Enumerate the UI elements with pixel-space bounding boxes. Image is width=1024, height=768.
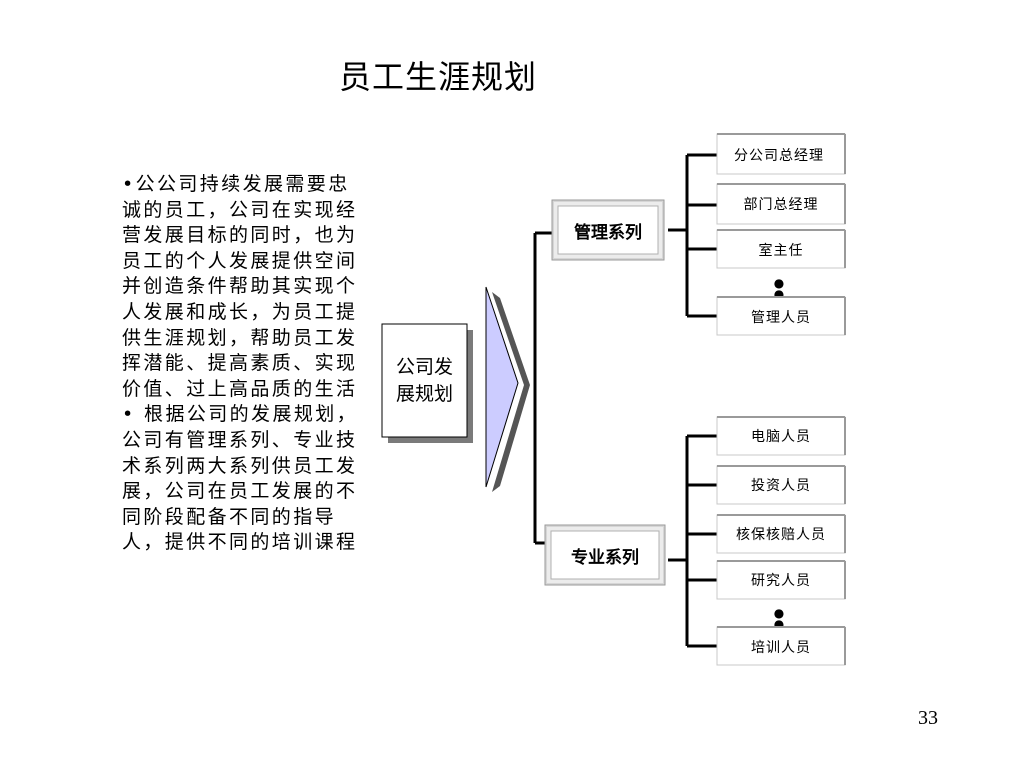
professional-item-5: 培训人员 (716, 626, 846, 666)
chevron-arrow (485, 286, 530, 492)
professional-branch-lines (668, 434, 717, 648)
management-series-node: 管理系列 (551, 199, 665, 261)
professional-series-label: 专业系列 (571, 547, 639, 568)
management-item-2-label: 部门总经理 (744, 197, 819, 213)
management-item-3: 室主任 (716, 229, 846, 269)
body-paragraph-2: • 根据公司的发展规划，公司有管理系列、专业技术系列两大系列供员工发展，公司在员… (122, 403, 359, 554)
professional-ellipsis-top: ● (774, 606, 784, 620)
professional-item-1-label: 电脑人员 (751, 429, 811, 445)
root-node-box (381, 323, 468, 438)
page-number: 33 (918, 707, 938, 729)
professional-item-1: 电脑人员 (716, 416, 846, 456)
professional-series-face (550, 530, 660, 580)
professional-series-node: 专业系列 (544, 524, 666, 586)
root-node-label-line-2: 展规划 (396, 383, 453, 405)
professional-ellipsis-bottom: ● (774, 617, 784, 631)
professional-item-2: 投资人员 (716, 465, 846, 505)
management-item-4-label: 管理人员 (751, 310, 811, 326)
professional-item-3-label: 核保核赔人员 (736, 527, 826, 543)
chevron-arrow-shadow (492, 292, 530, 492)
slide-title: 员工生涯规划 (338, 58, 537, 96)
professional-item-4-label: 研究人员 (751, 573, 811, 589)
root-node: 公司发 展规划 (381, 323, 473, 443)
management-series-label: 管理系列 (574, 222, 642, 243)
root-node-label-line-1: 公司发 (396, 356, 453, 378)
chevron-arrow-shape (485, 286, 519, 488)
management-item-1: 分公司总经理 (716, 133, 846, 175)
management-item-2: 部门总经理 (716, 183, 846, 225)
management-ellipsis-top: ● (774, 276, 784, 290)
professional-item-4: 研究人员 (716, 560, 846, 600)
management-series-face (557, 205, 659, 255)
management-item-1-label: 分公司总经理 (734, 148, 824, 164)
professional-item-2-label: 投资人员 (751, 478, 811, 494)
professional-item-5-label: 培训人员 (751, 640, 811, 656)
management-ellipsis-bottom: ● (774, 287, 784, 301)
body-paragraph-1: •公公司持续发展需要忠诚的员工，公司在实现经营发展目标的同时，也为员工的个人发展… (122, 173, 358, 400)
management-branch-lines (668, 153, 717, 318)
management-item-3-label: 室主任 (759, 242, 804, 259)
series-connector (533, 231, 552, 545)
management-item-4: 管理人员 (716, 296, 846, 336)
professional-item-3: 核保核赔人员 (716, 514, 846, 554)
body-text: •公公司持续发展需要忠诚的员工，公司在实现经营发展目标的同时，也为员工的个人发展… (122, 172, 362, 556)
